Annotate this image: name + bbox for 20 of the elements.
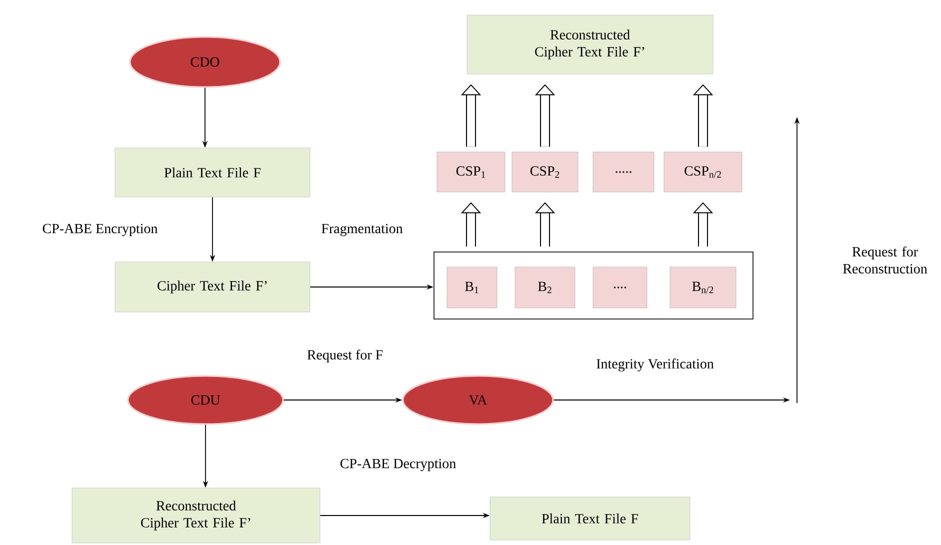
block-box: B$_{2}$	[514, 266, 576, 308]
block-box: CSP$_{1}$	[436, 152, 506, 192]
block-box: CSP$_{2}$	[512, 152, 578, 192]
process-box: Plain Text File F	[490, 496, 690, 540]
fragment-container	[434, 252, 754, 320]
process-box: Plain Text File F	[114, 148, 310, 198]
process-box: Reconstructed Cipher Text File F’	[466, 14, 714, 74]
edge-label: Request for F	[306, 348, 384, 364]
side-label: Request for Reconstruction	[843, 246, 928, 274]
edge-label: CP-ABE Decryption	[338, 458, 458, 472]
process-box: Cipher Text File F’	[114, 262, 310, 312]
block-box: ....	[592, 266, 648, 308]
edge-label: Fragmentation	[320, 222, 404, 238]
block-box: .....	[592, 152, 654, 192]
block-box: B$_{n/2}$	[670, 266, 736, 308]
edge-label: CP-ABE Encryption	[41, 222, 159, 238]
block-box: CSP$_{n/2}$	[664, 152, 742, 192]
edge-label: Integrity Verification	[595, 358, 715, 372]
process-box: Reconstructed Cipher Text File F’	[72, 488, 320, 544]
block-box: B$_{1}$	[446, 266, 498, 308]
